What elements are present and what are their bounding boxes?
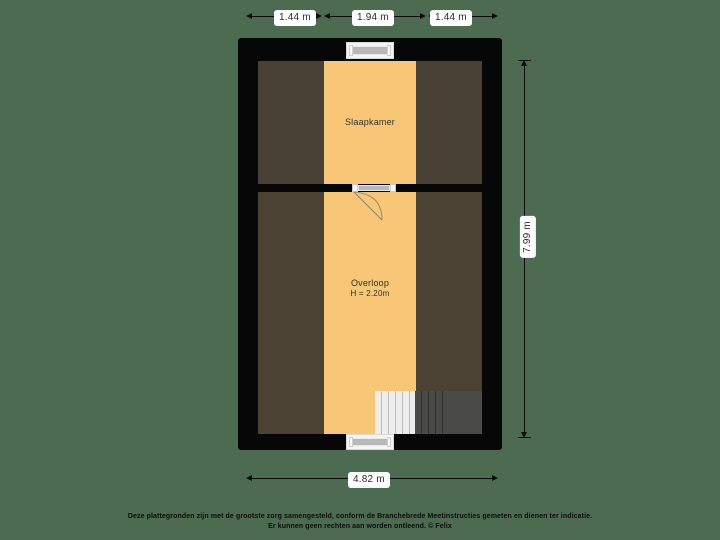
door-jamb-left — [352, 184, 358, 192]
dimension-top-center: 1.94 m — [352, 10, 394, 26]
dimension-tick — [518, 437, 531, 438]
door-jamb-right — [390, 184, 396, 192]
arrow-right-icon — [420, 13, 426, 19]
door-icon — [358, 185, 390, 191]
dimension-bottom-total: 4.82 m — [348, 472, 390, 488]
footer-disclaimer: Deze plattegronden zijn met de grootste … — [0, 512, 720, 532]
door-swing-arc — [353, 191, 383, 221]
room-fill-overloop-left-dark — [258, 192, 324, 434]
dimension-top-left: 1.44 m — [274, 10, 316, 26]
window-icon — [346, 434, 394, 450]
arrow-left-icon — [324, 13, 330, 19]
room-fill-bedroom-left-dark — [258, 61, 324, 184]
room-fill-bedroom-right-dark — [416, 61, 482, 184]
room-fill-slaapkamer — [324, 61, 416, 184]
arrow-right-icon — [492, 475, 498, 481]
footer-line-1: Deze plattegronden zijn met de grootste … — [127, 513, 593, 520]
arrow-right-icon — [316, 13, 322, 19]
staircase-icon — [375, 391, 415, 434]
dimension-tick — [518, 60, 531, 61]
arrow-up-icon — [521, 60, 527, 66]
arrow-right-icon — [492, 13, 498, 19]
dimension-top-right: 1.44 m — [430, 10, 472, 26]
dimension-right-total: 7.99 m — [519, 216, 536, 258]
footer-line-2: Er kunnen geen rechten aan worden ontlee… — [268, 523, 452, 530]
arrow-left-icon — [246, 475, 252, 481]
floorplan-walls: Slaapkamer Overloop H = 2.20m — [238, 38, 502, 450]
arrow-down-icon — [521, 432, 527, 438]
staircase-shaft — [415, 391, 482, 434]
arrow-left-icon — [246, 13, 252, 19]
window-icon — [346, 42, 394, 59]
